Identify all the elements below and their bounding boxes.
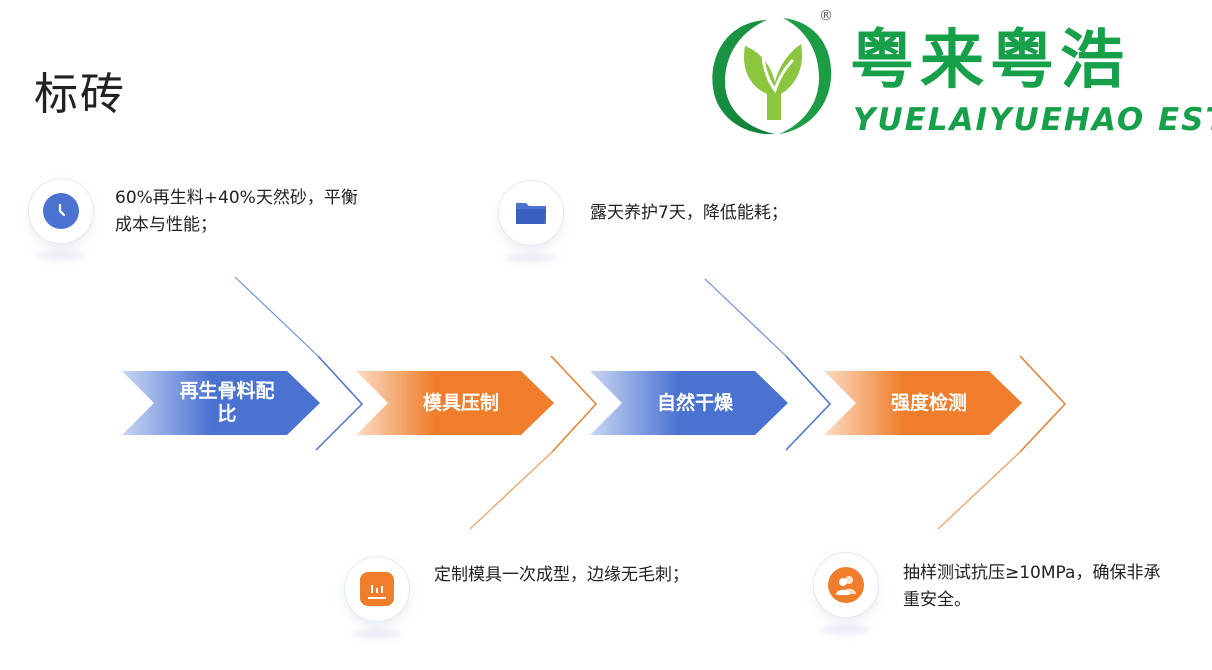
- step-arrow-press: 模具压制: [356, 371, 556, 435]
- step-desc-dry: 露天养护7天，降低能耗；: [590, 203, 788, 223]
- company-logo: ® 粤来粤浩 YUELAIYUEHAO EST: [705, 8, 1212, 143]
- step-desc-ratio: 60%再生料+40%天然砂，平衡成本与性能；: [115, 188, 358, 235]
- page-title: 标砖: [34, 69, 126, 120]
- step-desc-press: 定制模具一次成型，边缘无毛刺；: [434, 565, 689, 585]
- step-desc-test: 抽样测试抗压≥10MPa，确保非承重安全。: [903, 563, 1161, 610]
- registered-mark: ®: [819, 8, 833, 24]
- test-icon-badge: [813, 552, 879, 635]
- step-arrow-dry: 自然干燥: [590, 371, 790, 435]
- step-label-press: 模具压制: [422, 391, 499, 414]
- logo-chinese-name: 粤来粤浩: [850, 24, 1130, 98]
- step-arrow-test: 强度检测: [824, 371, 1024, 435]
- press-icon-badge: [344, 556, 410, 639]
- folder-icon: [513, 195, 549, 231]
- chart-icon: [360, 572, 394, 606]
- users-icon: [828, 567, 864, 603]
- step-arrow-ratio: 再生骨料配比: [122, 371, 322, 435]
- step-label-dry: 自然干燥: [656, 391, 733, 414]
- logo-english-name: YUELAIYUEHAO EST: [853, 102, 1212, 138]
- clock-icon: [43, 193, 79, 229]
- step-label-test: 强度检测: [890, 391, 967, 414]
- ratio-icon-badge: [28, 178, 94, 261]
- dry-icon-badge: [498, 180, 564, 263]
- step-label-ratio: 再生骨料配比: [179, 380, 275, 425]
- logo-emblem-icon: [712, 18, 832, 135]
